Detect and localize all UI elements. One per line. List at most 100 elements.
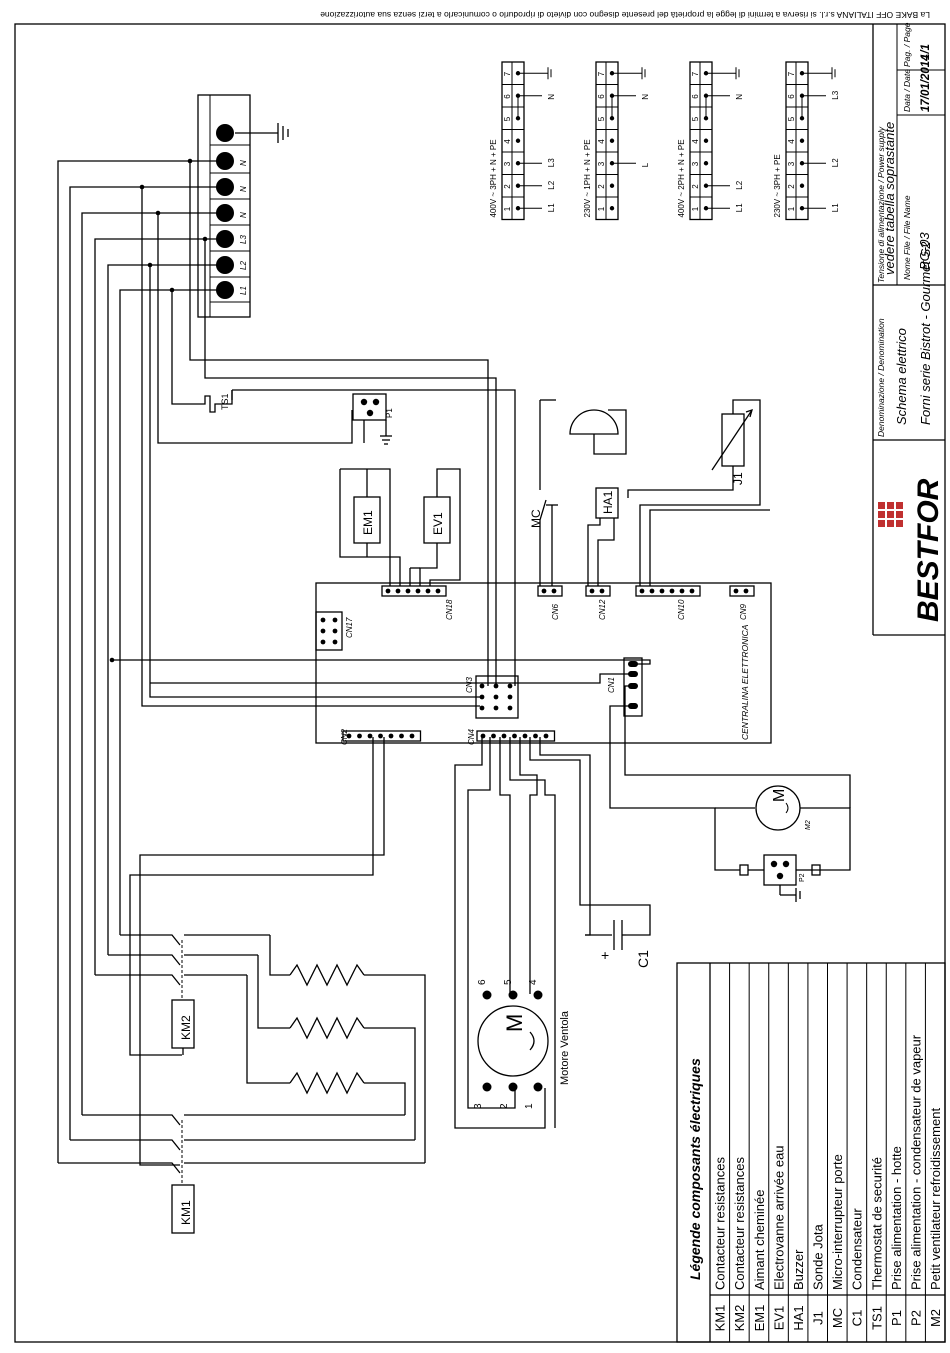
connector-cn3: CN3 <box>465 675 519 719</box>
legend-code: EM1 <box>752 1305 767 1332</box>
supply-config-label: 400V ~ 2PH + N + PE <box>677 139 686 217</box>
terminal-number: 6 <box>597 94 606 99</box>
supply-phase-label: N <box>735 94 744 100</box>
motor-pin-label: 5 <box>503 979 514 985</box>
p2-label: P2 <box>799 873 806 882</box>
ts1-thermostat: TS1 <box>200 390 233 413</box>
terminal-number: 1 <box>503 206 512 211</box>
copyright-notice: La BAKE OFF ITALIANA s.r.l. si riserva a… <box>320 10 930 20</box>
terminal-number: 2 <box>787 184 796 189</box>
fan-motor-label: Motore Ventola <box>559 1010 571 1085</box>
connector-label: CN2 <box>340 728 349 745</box>
legend-code: MC <box>830 1308 845 1328</box>
legend-description: Petit ventilateur refroidissement <box>928 1108 943 1290</box>
legend-code: C1 <box>850 1310 865 1327</box>
terminal-number: 6 <box>787 94 796 99</box>
terminal-number: 2 <box>597 184 606 189</box>
title-block: Tensione di alimentazione / Power supply… <box>872 22 945 636</box>
legend-row: M2 Petit ventilateur refroidissement <box>928 1108 943 1328</box>
ha1-label: HA1 <box>601 490 615 514</box>
supply-phase-label: L1 <box>547 203 556 212</box>
m2-cooling-fan: M M2 <box>755 785 812 831</box>
legend-description: Electrovanne arrivée eau <box>771 1145 786 1290</box>
p1-socket: P1 <box>352 393 394 445</box>
motor-pin-label: 6 <box>477 979 488 985</box>
terminal-label: N <box>239 186 248 192</box>
connector-label: CN6 <box>551 603 560 620</box>
connector-cn12: CN12 <box>585 585 611 620</box>
connector-cn4: CN4 <box>467 728 556 745</box>
legend-code: M2 <box>928 1309 943 1327</box>
supply-phase-label: L2 <box>831 158 840 167</box>
connector-label: CN17 <box>345 617 354 638</box>
supply-phase-label: L <box>641 162 650 167</box>
c1-label: C1 <box>635 950 651 968</box>
supply-config-label: 230V ~ 1PH + N + PE <box>583 139 592 217</box>
drawing-frame <box>14 23 946 1343</box>
terminal-number: 5 <box>787 116 796 121</box>
connector-cn17: CN17 <box>315 611 354 651</box>
mains-wiring <box>57 158 516 1163</box>
ts1-label: TS1 <box>220 393 230 410</box>
terminal-number: 2 <box>691 184 700 189</box>
ev1-label: EV1 <box>431 512 445 535</box>
terminal-label: L2 <box>239 261 248 270</box>
p2-socket: P2 <box>739 854 821 902</box>
contactor-section: KM2 KM1 <box>58 934 426 1234</box>
terminal-number: 4 <box>503 139 512 144</box>
power-supply-value: vedere tabella soprastante <box>882 122 897 275</box>
connector-cn9: CN9 <box>729 585 755 620</box>
legend-description: Condensateur <box>850 1208 865 1290</box>
supply-phase-label: N <box>547 94 556 100</box>
board-name: CENTRALINA ELETTRONICA <box>740 624 750 740</box>
denomination-line2: Forni serie Bistrot - Gourmet S2 <box>918 241 933 425</box>
page-value: 1/1 <box>920 44 932 60</box>
legend-description: Prise alimentation - condensateur de vap… <box>908 1034 923 1290</box>
supply-phase-label: L3 <box>547 158 556 167</box>
legend-title: Légende composants électriques <box>687 1058 703 1280</box>
m2-label: M2 <box>805 820 812 830</box>
legend-code: P2 <box>908 1310 923 1326</box>
connector-cn2: CN2 <box>340 728 422 745</box>
legend-code: KM1 <box>713 1305 728 1332</box>
connector-label: CN9 <box>739 603 748 620</box>
ha1-buzzer: HA1 <box>569 409 627 586</box>
km1-label: KM1 <box>179 1200 193 1225</box>
legend-code: KM2 <box>732 1305 747 1332</box>
terminal-number: 6 <box>503 94 512 99</box>
brand-wordmark: BESTFOR <box>912 478 945 622</box>
legend-row: P2 Prise alimentation - condensateur de v… <box>908 1034 923 1326</box>
supply-phase-label: L2 <box>547 180 556 189</box>
km2-label: KM2 <box>179 1015 193 1040</box>
date-label: Data / Date <box>902 69 912 112</box>
mc-label: MC <box>529 509 543 528</box>
motor-pin-label: 1 <box>524 1103 535 1109</box>
terminal-number: 7 <box>597 71 606 76</box>
terminal-number: 4 <box>597 139 606 144</box>
connector-label: CN1 <box>607 677 616 693</box>
connector-label: CN10 <box>677 599 686 620</box>
supply-phase-label: L1 <box>735 203 744 212</box>
j1-label: J1 <box>731 472 745 485</box>
terminal-number: 2 <box>503 184 512 189</box>
legend-description: Prise alimentation - hotte <box>889 1146 904 1290</box>
denomination-label: Denominazione / Denomination <box>876 318 886 437</box>
j1-probe: J1 <box>627 399 770 586</box>
legend-code: HA1 <box>791 1305 806 1330</box>
terminal-number: 7 <box>691 71 700 76</box>
ev1-water-valve: EV1 <box>389 468 461 586</box>
legend-description: Sonde Jota <box>811 1223 826 1290</box>
motor-pin-label: 4 <box>528 979 539 985</box>
legend-description: Buzzer <box>791 1249 806 1290</box>
